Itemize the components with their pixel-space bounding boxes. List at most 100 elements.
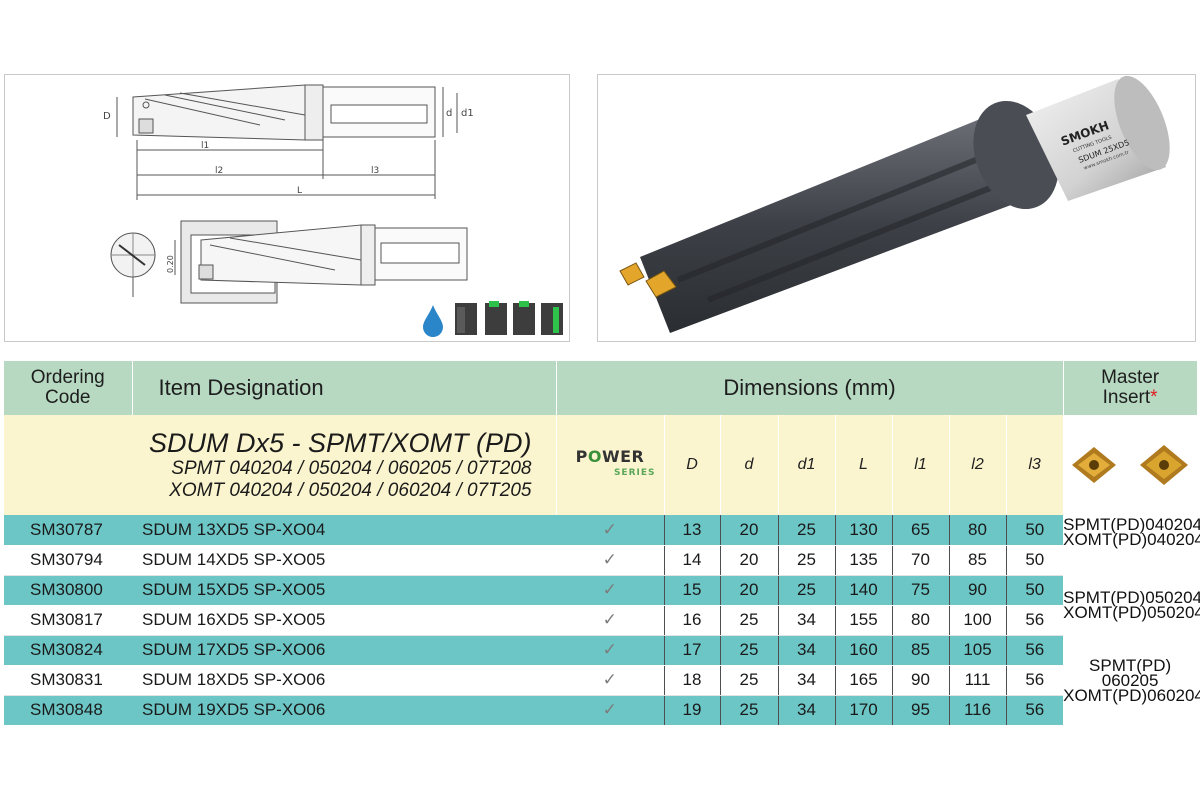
series-row: SDUM Dx5 - SPMT/XOMT (PD) SPMT 040204 / … bbox=[4, 415, 1198, 515]
table-row: SM30831 SDUM 18XD5 SP-XO06 ✓ 18 25 34 16… bbox=[4, 665, 1197, 696]
check-icon: ✓ bbox=[556, 575, 664, 606]
row-code: SM30848 bbox=[4, 695, 132, 726]
master-insert-cell-2: SPMT(PD)050204 XOMT(PD)050204 bbox=[1063, 575, 1200, 636]
header-dimensions: Dimensions (mm) bbox=[556, 361, 1064, 415]
row-d: 20 bbox=[719, 545, 778, 576]
master-insert-cell-3: SPMT(PD) 060205 XOMT(PD)060204 bbox=[1063, 635, 1200, 726]
row-l2: 80 bbox=[948, 515, 1006, 546]
row-l3: 56 bbox=[1005, 665, 1064, 696]
row-l3: 50 bbox=[1005, 515, 1064, 546]
label-l3: l3 bbox=[371, 166, 379, 176]
row-L: 130 bbox=[834, 515, 892, 546]
check-icon: ✓ bbox=[556, 515, 664, 546]
row-l3: 56 bbox=[1005, 635, 1064, 666]
check-icon: ✓ bbox=[556, 545, 664, 576]
row-code: SM30831 bbox=[4, 665, 132, 696]
table-row: SM30824 SDUM 17XD5 SP-XO06 ✓ 17 25 34 16… bbox=[4, 635, 1200, 726]
row-l2: 111 bbox=[948, 665, 1006, 696]
xomt-insert-icon bbox=[1139, 445, 1188, 485]
row-l1: 80 bbox=[891, 605, 949, 636]
row-d: 25 bbox=[719, 665, 778, 696]
row-l3: 50 bbox=[1005, 575, 1064, 606]
row-d1: 34 bbox=[777, 635, 835, 666]
table-row: SM30848 SDUM 19XD5 SP-XO06 ✓ 19 25 34 17… bbox=[4, 695, 1197, 726]
row-l2: 105 bbox=[948, 635, 1006, 666]
row-item: SDUM 14XD5 SP-XO05 bbox=[132, 545, 556, 576]
row-d1: 34 bbox=[777, 695, 835, 726]
row-l1: 85 bbox=[891, 635, 949, 666]
header-item-designation: Item Designation bbox=[132, 361, 557, 415]
row-l2: 116 bbox=[948, 695, 1006, 726]
master-insert-images bbox=[1063, 415, 1198, 515]
row-l1: 65 bbox=[891, 515, 949, 546]
row-l1: 95 bbox=[891, 695, 949, 726]
dim-label-D: D bbox=[664, 415, 721, 515]
row-code: SM30824 bbox=[4, 635, 132, 666]
label-l2: l2 bbox=[215, 166, 223, 176]
row-l1: 90 bbox=[891, 665, 949, 696]
row-L: 135 bbox=[834, 545, 892, 576]
row-D: 13 bbox=[663, 515, 720, 546]
technical-drawing-panel: D d d1 l1 l2 l3 L 0.20 bbox=[4, 74, 570, 342]
dim-label-d1: d1 bbox=[778, 415, 836, 515]
row-l2: 85 bbox=[948, 545, 1006, 576]
row-item: SDUM 19XD5 SP-XO06 bbox=[132, 695, 556, 726]
row-d: 25 bbox=[719, 695, 778, 726]
row-D: 15 bbox=[663, 575, 720, 606]
row-code: SM30817 bbox=[4, 605, 132, 636]
table-row: SM30794 SDUM 14XD5 SP-XO05 ✓ 14 20 25 13… bbox=[4, 545, 1197, 576]
product-photo: SMOKH CUTTING TOOLS SDUM 25XD5 www.smokh… bbox=[619, 75, 1170, 333]
row-item: SDUM 16XD5 SP-XO05 bbox=[132, 605, 556, 636]
row-D: 16 bbox=[663, 605, 720, 636]
dim-label-L: L bbox=[835, 415, 893, 515]
spec-table: Ordering Code Item Designation Dimension… bbox=[4, 361, 1200, 726]
header-master-insert: Master Insert* bbox=[1063, 361, 1198, 415]
product-photo-panel: SMOKH CUTTING TOOLS SDUM 25XD5 www.smokh… bbox=[597, 74, 1196, 342]
row-l3: 56 bbox=[1005, 695, 1064, 726]
label-d: d bbox=[446, 108, 452, 119]
coolant-drop-icon bbox=[423, 305, 443, 337]
material-icons bbox=[455, 301, 563, 335]
table-row: SM30800 SDUM 15XD5 SP-XO05 ✓ 15 20 25 14… bbox=[4, 575, 1200, 636]
row-l1: 70 bbox=[891, 545, 949, 576]
row-L: 170 bbox=[834, 695, 892, 726]
row-code: SM30800 bbox=[4, 575, 132, 606]
row-d1: 25 bbox=[777, 515, 835, 546]
label-d1: d1 bbox=[461, 108, 474, 119]
side-insert-icon bbox=[619, 262, 645, 286]
row-code: SM30794 bbox=[4, 545, 132, 576]
row-item: SDUM 17XD5 SP-XO06 bbox=[132, 635, 556, 666]
row-d: 20 bbox=[719, 575, 778, 606]
row-item: SDUM 15XD5 SP-XO05 bbox=[132, 575, 556, 606]
master-insert-cell-1: SPMT(PD)040204 XOMT(PD)040204 bbox=[1063, 515, 1200, 576]
dim-label-l3: l3 bbox=[1006, 415, 1064, 515]
row-l1: 75 bbox=[891, 575, 949, 606]
row-l3: 56 bbox=[1005, 605, 1064, 636]
row-l2: 100 bbox=[948, 605, 1006, 636]
table-row: SM30817 SDUM 16XD5 SP-XO05 ✓ 16 25 34 15… bbox=[4, 605, 1197, 636]
row-L: 140 bbox=[834, 575, 892, 606]
check-icon: ✓ bbox=[556, 605, 664, 636]
row-D: 17 bbox=[663, 635, 720, 666]
header-ordering-code: Ordering Code bbox=[4, 361, 133, 415]
check-icon: ✓ bbox=[556, 635, 664, 666]
row-D: 19 bbox=[663, 695, 720, 726]
header-row: Ordering Code Item Designation Dimension… bbox=[4, 361, 1198, 415]
dim-label-d: d bbox=[720, 415, 779, 515]
row-L: 160 bbox=[834, 635, 892, 666]
row-item: SDUM 18XD5 SP-XO06 bbox=[132, 665, 556, 696]
row-d1: 34 bbox=[777, 665, 835, 696]
row-D: 14 bbox=[663, 545, 720, 576]
label-D: D bbox=[103, 111, 111, 122]
series-heading: SDUM Dx5 - SPMT/XOMT (PD) SPMT 040204 / … bbox=[4, 415, 557, 515]
row-d1: 25 bbox=[777, 575, 835, 606]
front-insert-icon bbox=[645, 270, 677, 298]
row-item: SDUM 13XD5 SP-XO04 bbox=[132, 515, 556, 546]
required-asterisk: * bbox=[1150, 387, 1158, 408]
row-d1: 34 bbox=[777, 605, 835, 636]
series-title: SDUM Dx5 - SPMT/XOMT (PD) bbox=[149, 428, 532, 458]
row-l3: 50 bbox=[1005, 545, 1064, 576]
row-d: 25 bbox=[719, 605, 778, 636]
series-xomt-inserts: XOMT 040204 / 050204 / 060204 / 07T205 bbox=[169, 480, 532, 501]
row-d1: 25 bbox=[777, 545, 835, 576]
